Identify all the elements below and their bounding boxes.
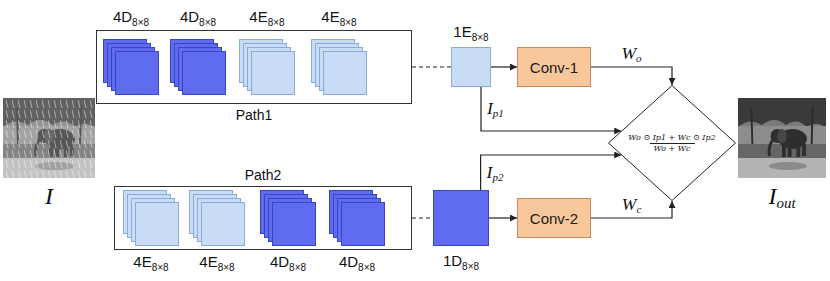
label-group: Path2 (245, 167, 282, 183)
size-subscript: 8×8 (218, 262, 235, 273)
fusion-diamond: Wo ⊙ Ip1 + Wc ⊙ Ip2Wo + Wc (608, 85, 736, 201)
size-subscript: 8×8 (462, 261, 479, 272)
label-group: 4E8×8 (133, 254, 168, 270)
feature-map (182, 51, 226, 95)
size-subscript: 8×8 (199, 17, 216, 28)
arrow-connector (491, 66, 517, 67)
label-group: 4D8×8 (270, 254, 306, 270)
label-group: Path1 (236, 107, 273, 123)
size-subscript: 8×8 (132, 17, 149, 28)
feature-stack: 4D8×8 (260, 190, 316, 246)
feature-map (251, 51, 295, 95)
size-subscript: 8×8 (340, 17, 357, 28)
feature-map (323, 51, 367, 95)
edge-label: Wc (621, 194, 643, 216)
feature-map: 1D8×8 (433, 190, 489, 246)
size-subscript: 8×8 (268, 17, 285, 28)
path-label: Path1 (236, 107, 273, 123)
arrow-connector (481, 155, 622, 190)
layer-label: 4E (321, 8, 339, 25)
conv-box: Conv-2 (517, 198, 591, 238)
dashed-connector (412, 217, 433, 218)
feature-map (341, 202, 385, 246)
feature-stack: 4D8×8 (103, 39, 159, 95)
layer-label: 1D (443, 252, 462, 269)
layer-label: 4E (199, 253, 217, 270)
layer-label: 4D (113, 8, 132, 25)
feature-stack: 4E8×8 (123, 190, 179, 246)
label-group: 4D8×8 (180, 9, 216, 25)
label-group: 1D8×8 (443, 253, 479, 269)
label-group: 4E8×8 (199, 254, 234, 270)
formula-group: Wo ⊙ Ip1 + Wc ⊙ Ip2Wo + Wc (628, 133, 715, 152)
feature-stack: 4D8×8 (170, 39, 226, 95)
feature-map: 1E8×8 (451, 47, 491, 87)
size-subscript: 8×8 (152, 262, 169, 273)
arrow-connector (489, 217, 517, 218)
layer-label: 4D (180, 8, 199, 25)
label-group: 4D8×8 (339, 254, 375, 270)
arrow-connector (591, 67, 672, 85)
edge-label: Ip2 (486, 162, 505, 184)
input-image (3, 98, 95, 178)
formula-denominator: Wo + Wc (650, 143, 695, 153)
feature-stack: 4E8×8 (239, 39, 295, 95)
layer-label: 4D (339, 253, 358, 270)
feature-map (272, 202, 316, 246)
arrow-connector (481, 87, 621, 131)
conv-box: Conv-1 (517, 47, 591, 87)
module-label: Conv-1 (530, 59, 578, 76)
module-label: Conv-2 (530, 210, 578, 227)
size-subscript: 8×8 (289, 262, 306, 273)
layer-label: 1E (453, 23, 471, 40)
layer-label: 4E (133, 253, 151, 270)
path-box: Path14D8×84D8×84E8×84E8×8 (96, 30, 412, 104)
edge-label: Wo (620, 43, 642, 65)
feature-stack: 4E8×8 (311, 39, 367, 95)
label-group: 4E8×8 (321, 9, 356, 25)
feature-stack: 4E8×8 (189, 190, 245, 246)
image-label: I (45, 182, 53, 212)
output-image (738, 98, 826, 178)
layer-label: 4E (249, 8, 267, 25)
feature-stack: 4D8×8 (329, 190, 385, 246)
path-label: Path2 (245, 167, 282, 183)
dashed-connector (412, 66, 451, 67)
formula-numerator: Wo ⊙ Ip1 + Wc ⊙ Ip2 (628, 133, 715, 142)
feature-map (135, 202, 179, 246)
label-group: 1E8×8 (453, 24, 488, 40)
label-group: 4D8×8 (113, 9, 149, 25)
feature-map (201, 202, 245, 246)
size-subscript: 8×8 (472, 32, 489, 43)
layer-label: 4D (270, 253, 289, 270)
size-subscript: 8×8 (358, 262, 375, 273)
label-group: 4E8×8 (249, 9, 284, 25)
path-box: Path24E8×84E8×84D8×84D8×8 (114, 186, 412, 250)
feature-map (115, 51, 159, 95)
edge-label: Ip1 (486, 98, 505, 120)
image-label: Iout (768, 182, 795, 212)
